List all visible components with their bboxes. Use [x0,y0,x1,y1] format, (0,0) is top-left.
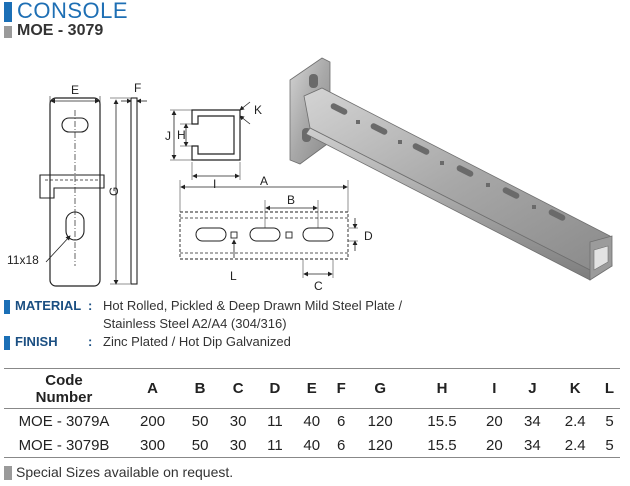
hole-leader-line [45,235,71,263]
cell-j: 34 [524,436,541,454]
cell-h: 15.5 [427,436,457,454]
material-spec-continued: Stainless Steel A2/A4 (304/316) [4,316,624,332]
cell-h: 15.5 [427,412,457,430]
table-row: MOE - 3079B 300 50 30 11 40 6 120 15.5 2… [4,433,620,458]
material-accent-bar [4,300,10,314]
cell-i: 20 [485,412,503,430]
cell-l: 5 [605,412,614,430]
code-number-header: Code Number [4,369,124,409]
row-code: MOE - 3079A [18,412,110,430]
cell-b: 50 [191,436,209,454]
title-accent-bar [4,2,12,22]
dimensions-table: Code Number A B C D E F G H I J K L MOE … [4,368,620,458]
finish-colon: : [88,334,93,349]
cell-f: 6 [337,412,346,430]
back-plate-front-view [39,96,105,287]
dim-label-a: A [260,174,268,188]
code-header-line1: Code [45,371,83,389]
material-colon: : [88,298,93,313]
cell-e: 40 [303,412,321,430]
note-accent-bar [4,466,12,480]
table-row: MOE - 3079A 200 50 30 11 40 6 120 15.5 2… [4,409,620,434]
page-title: CONSOLE [17,0,129,23]
finish-value: Zinc Plated / Hot Dip Galvanized [103,334,291,349]
dim-label-i: I [213,177,216,191]
code-header-line2: Number [35,388,93,406]
channel-section-view [170,101,251,180]
header-a: A [147,380,158,397]
cell-j: 34 [524,412,541,430]
hole-size-label: 11x18 [7,253,39,267]
technical-drawing: E F G 11x18 J H I K [7,57,613,293]
header-d: D [269,380,281,397]
table-header-row: Code Number A B C D E F G H I J K L [4,368,620,409]
cell-g: 120 [367,436,393,454]
back-plate-side-view [110,97,147,285]
dim-label-h: H [177,128,186,142]
cell-f: 6 [337,436,346,454]
cell-k: 2.4 [564,412,586,430]
header-i: I [492,380,497,397]
header-j: J [528,380,537,397]
cell-g: 120 [367,412,393,430]
special-sizes-note: Special Sizes available on request. [16,464,234,480]
dim-label-e: E [71,83,79,97]
header-l: L [604,380,615,397]
finish-accent-bar [4,336,10,350]
model-number: MOE - 3079 [17,22,104,39]
cell-l: 5 [605,436,614,454]
channel-top-view [179,180,358,278]
material-value-line2: Stainless Steel A2/A4 (304/316) [103,316,287,331]
cell-d: 11 [267,412,283,430]
material-spec: MATERIAL : Hot Rolled, Pickled & Deep Dr… [4,298,624,314]
finish-label: FINISH [15,334,58,349]
cell-k: 2.4 [564,436,586,454]
cell-a: 200 [140,412,166,430]
finish-spec: FINISH : Zinc Plated / Hot Dip Galvanize… [4,334,624,350]
cell-a: 300 [140,436,166,454]
dim-label-g: G [107,187,121,196]
header-b: B [194,380,206,397]
cell-b: 50 [191,412,209,430]
header-e: E [306,380,317,397]
dim-label-d: D [364,229,373,243]
material-value-line1: Hot Rolled, Pickled & Deep Drawn Mild St… [103,298,403,313]
model-accent-bar [4,26,12,38]
dim-label-l: L [230,269,237,283]
header-k: K [569,380,581,397]
header-c: C [232,380,244,397]
material-label: MATERIAL [15,298,82,313]
cell-c: 30 [229,412,247,430]
header-f: F [336,380,346,397]
cell-c: 30 [229,436,247,454]
cell-i: 20 [485,436,503,454]
cell-e: 40 [303,436,321,454]
header-g: G [374,380,387,397]
dim-label-c: C [314,279,323,293]
dim-label-k: K [254,103,262,117]
header-h: H [436,380,448,397]
row-code: MOE - 3079B [18,436,110,454]
dim-label-f: F [134,81,141,95]
console-3d-render [289,57,613,281]
cell-d: 11 [267,436,283,454]
dim-label-b: B [287,193,295,207]
dim-label-j: J [165,129,171,143]
